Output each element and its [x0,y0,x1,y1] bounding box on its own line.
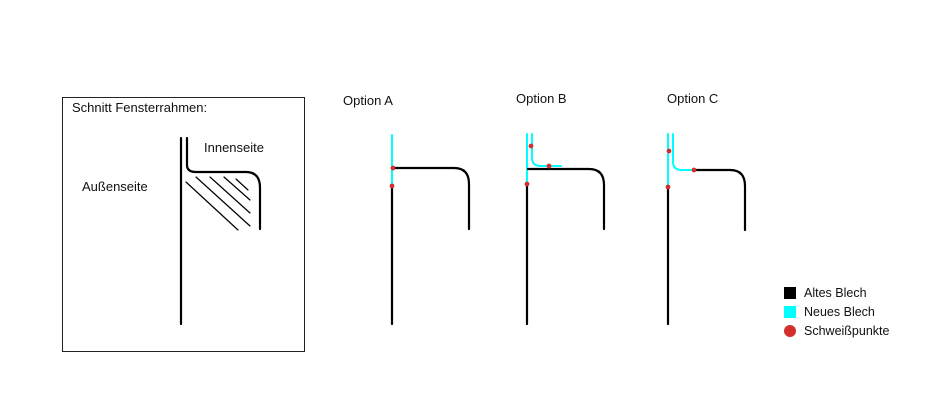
legend-label: Altes Blech [804,285,867,300]
outside-label: Außenseite [82,179,148,194]
legend-swatch-new-sheet [784,305,796,318]
weld-point [528,143,534,149]
option-c-new-sheet-inner [672,133,695,171]
legend: Altes Blech Neues Blech Schweißpunkte [784,283,889,340]
section-title: Schnitt Fensterrahmen: [72,100,208,115]
section-box [62,97,305,352]
option-a-label: Option A [343,93,393,108]
legend-swatch-weld-point [784,324,796,337]
inside-label: Innenseite [204,140,264,155]
legend-item-weld-point: Schweißpunkte [784,321,889,340]
weld-point [524,181,530,187]
option-b-label: Option B [516,91,567,106]
section-profile [179,136,262,326]
option-c-profile [665,133,747,326]
option-c-label: Option C [667,91,719,106]
weld-point [691,167,697,173]
weld-point [389,183,395,189]
option-b-profile [524,133,606,326]
legend-item-old-sheet: Altes Blech [784,283,889,302]
legend-label: Neues Blech [804,304,875,319]
weld-point [665,184,671,190]
weld-point [666,148,672,154]
weld-point [546,163,552,169]
option-a-profile [389,134,471,326]
option-b-new-sheet-inner [531,133,562,167]
section-inner-sheet [185,136,262,231]
legend-swatch-old-sheet [784,286,796,299]
option-a-old-flange [391,166,471,231]
section-hatching [185,176,251,231]
option-b-old-flange [526,167,606,231]
legend-label: Schweißpunkte [804,323,890,338]
weld-point [390,165,396,171]
legend-item-new-sheet: Neues Blech [784,302,889,321]
option-c-old-flange [692,168,747,232]
